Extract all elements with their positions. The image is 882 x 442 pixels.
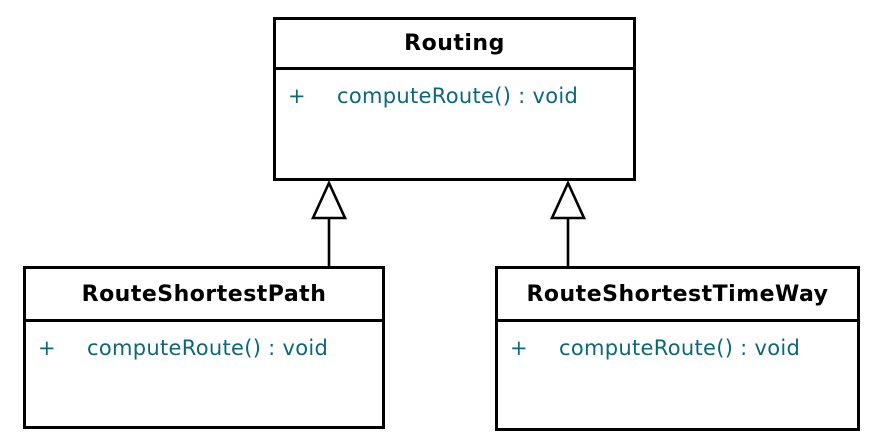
class-methods-compartment: + computeRoute() : void bbox=[498, 322, 857, 360]
method-signature: computeRoute() : void bbox=[337, 84, 579, 108]
method-row: + computeRoute() : void bbox=[38, 336, 382, 360]
generalization-arrow-right bbox=[549, 179, 587, 267]
class-title: RouteShortestPath bbox=[26, 269, 382, 322]
hollow-triangle-icon bbox=[310, 179, 348, 220]
method-row: + computeRoute() : void bbox=[288, 84, 633, 108]
method-signature: computeRoute() : void bbox=[87, 336, 329, 360]
class-box-routing: Routing + computeRoute() : void bbox=[273, 17, 636, 181]
method-row: + computeRoute() : void bbox=[510, 336, 857, 360]
class-title: Routing bbox=[276, 20, 633, 70]
method-visibility: + bbox=[288, 84, 306, 108]
method-visibility: + bbox=[510, 336, 528, 360]
class-methods-compartment: + computeRoute() : void bbox=[276, 70, 633, 108]
class-box-route-shortest-time-way: RouteShortestTimeWay + computeRoute() : v… bbox=[495, 266, 860, 431]
method-signature: computeRoute() : void bbox=[559, 336, 801, 360]
class-box-route-shortest-path: RouteShortestPath + computeRoute() : void bbox=[23, 266, 385, 429]
class-methods-compartment: + computeRoute() : void bbox=[26, 322, 382, 360]
class-title: RouteShortestTimeWay bbox=[498, 269, 857, 322]
method-visibility: + bbox=[38, 336, 56, 360]
generalization-arrow-left bbox=[310, 179, 348, 267]
hollow-triangle-icon bbox=[549, 179, 587, 220]
